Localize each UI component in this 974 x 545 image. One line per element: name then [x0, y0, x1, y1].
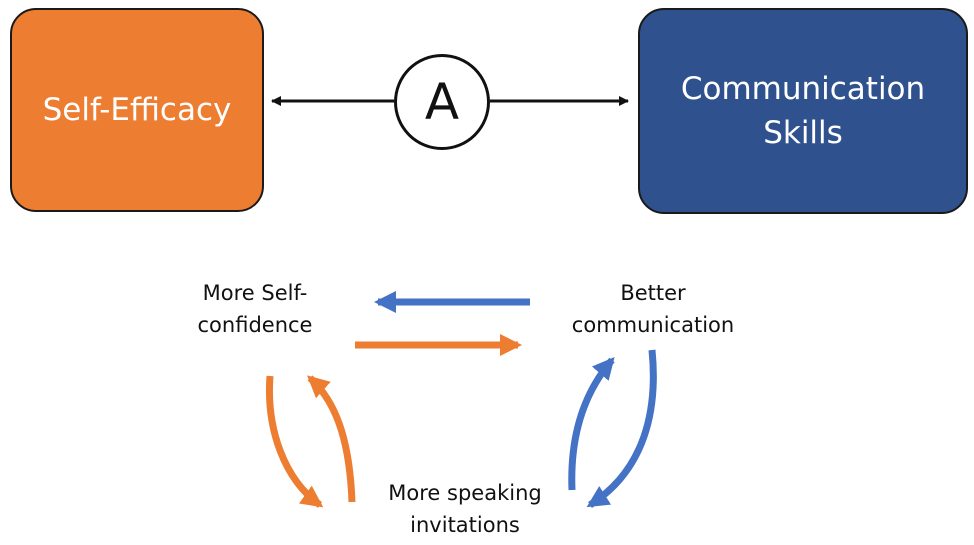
speaking-line2: invitations [410, 513, 520, 537]
orange-arrow-up-to-confidence [307, 375, 356, 503]
confidence-line1: More Self- [202, 281, 308, 305]
self-efficacy-box: Self-Efficacy [10, 8, 264, 212]
blue-arrow-down-to-speaking [586, 349, 657, 508]
more-self-confidence-label: More Self- confidence [170, 277, 340, 341]
communication-line2: communication [571, 313, 735, 337]
orange-arrow-down-to-speaking [265, 375, 324, 508]
self-efficacy-label: Self-Efficacy [42, 92, 232, 128]
communication-skills-box: Communication Skills [638, 8, 968, 214]
more-speaking-invitations-label: More speaking invitations [360, 477, 570, 541]
confidence-line2: confidence [197, 313, 313, 337]
speaking-line1: More speaking [388, 481, 542, 505]
communication-skills-label-line1: Communication [680, 71, 926, 107]
blue-arrow-up-to-communication [568, 356, 615, 491]
better-communication-label: Better communication [548, 277, 758, 341]
communication-line1: Better [620, 281, 686, 305]
communication-skills-label-line2: Skills [763, 115, 843, 151]
connector-circle: A [394, 54, 490, 150]
connector-label: A [424, 73, 460, 131]
